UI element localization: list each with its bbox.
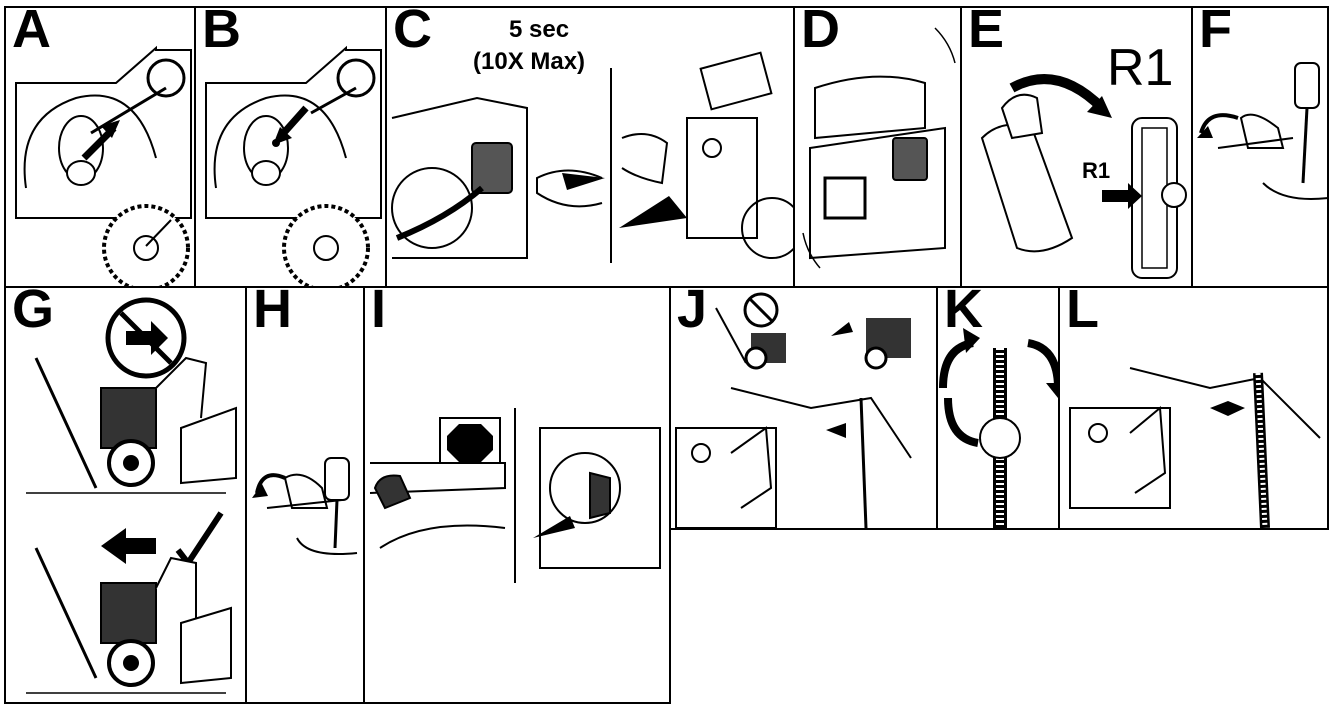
panel-letter: B xyxy=(202,6,241,56)
panel-letter: D xyxy=(801,6,840,56)
panel-letter: J xyxy=(677,286,707,336)
shear-pin-replacement-illustration xyxy=(671,288,938,530)
panel-letter: K xyxy=(944,286,983,336)
panel-f: F xyxy=(1191,6,1329,288)
time-label: 5 sec xyxy=(509,16,569,44)
snowblower-direction-illustration xyxy=(6,288,247,704)
panel-b: B xyxy=(194,6,387,288)
panel-letter: C xyxy=(393,6,432,56)
panel-j: J xyxy=(669,286,938,530)
shear-pin-install-illustration xyxy=(1060,288,1329,530)
primer-and-recoil-start-illustration xyxy=(387,8,795,288)
panel-letter: I xyxy=(371,286,386,336)
panel-letter: G xyxy=(12,286,54,336)
panel-i: I xyxy=(363,286,671,704)
panel-l: L xyxy=(1058,286,1329,530)
position-label: R1 xyxy=(1107,38,1173,98)
max-repeat-label: (10X Max) xyxy=(473,48,585,76)
panel-d: D xyxy=(793,6,962,288)
snowblower-bottom xyxy=(26,548,231,693)
panel-letter: A xyxy=(12,6,51,56)
panel-letter: F xyxy=(1199,6,1232,56)
panel-c: C 5 sec (10X Max) xyxy=(385,6,795,288)
panel-h: H xyxy=(245,286,365,704)
panel-k: K xyxy=(936,286,1060,530)
engine-stop-illustration xyxy=(365,288,671,704)
panel-a: A xyxy=(4,6,196,288)
lever-release-illustration xyxy=(247,288,365,704)
panel-g: G xyxy=(4,286,247,704)
snowblower-top xyxy=(26,358,236,493)
panel-letter: L xyxy=(1066,286,1099,336)
panel-letter: H xyxy=(253,286,292,336)
panel-letter: E xyxy=(968,6,1004,56)
marker-label: R1 xyxy=(1082,158,1110,184)
panel-e: E R1 R1 xyxy=(960,6,1193,288)
